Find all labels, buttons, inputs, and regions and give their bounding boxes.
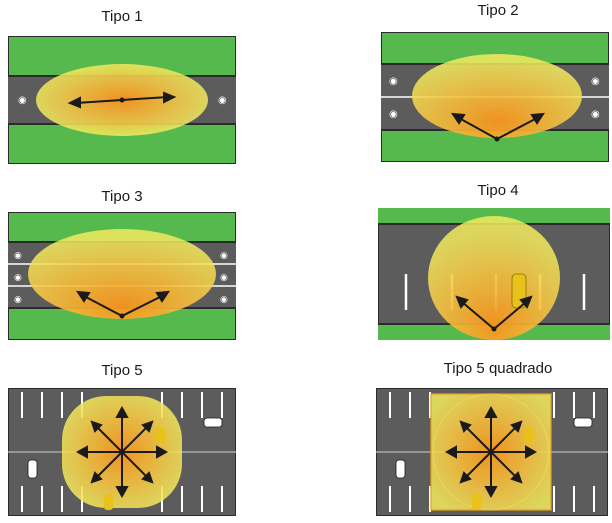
car-icon: ◉ [14, 273, 22, 283]
light-pole [119, 97, 125, 103]
parking-lines [389, 392, 595, 512]
diagram-tipo-1: ◉ ◉ [8, 36, 236, 164]
car-icon: ◉ [220, 251, 228, 261]
light-coverage-area [28, 229, 216, 319]
light-coverage-circle [432, 393, 550, 511]
light-pole [119, 313, 125, 319]
car-icon: ◉ [14, 295, 22, 305]
car-icon [203, 417, 223, 428]
light-pole [491, 326, 497, 332]
title-tipo-2: Tipo 2 [477, 2, 519, 19]
car-icon [27, 459, 38, 479]
diagram-tipo-5 [8, 388, 236, 516]
light-arrows [75, 405, 169, 499]
car-icon [524, 428, 533, 444]
car-icon: ◉ [389, 109, 398, 120]
light-arrows [76, 290, 170, 317]
title-tipo-5: Tipo 5 [101, 362, 143, 379]
car-icon: ◉ [14, 251, 22, 261]
title-tipo-1: Tipo 1 [101, 8, 143, 25]
car-icon [156, 428, 165, 444]
car-icon [395, 459, 406, 479]
light-pole [488, 449, 494, 455]
light-pole [494, 136, 500, 142]
light-arrows [67, 91, 177, 109]
car-icon: ◉ [591, 76, 600, 87]
car-icon [472, 494, 481, 510]
light-coverage-area [428, 216, 560, 340]
car-icon: ◉ [18, 95, 27, 106]
title-tipo-3: Tipo 3 [101, 188, 143, 205]
light-arrows [444, 405, 538, 499]
diagram-tipo-3: ◉ ◉ ◉ ◉ ◉ ◉ [8, 212, 236, 340]
diagram-tipo-2: ◉ ◉ ◉ ◉ [381, 32, 609, 162]
car-icon: ◉ [220, 273, 228, 283]
car-icon: ◉ [389, 76, 398, 87]
light-coverage-area [412, 54, 582, 138]
car-icon: ◉ [220, 295, 228, 305]
title-tipo-5-quadrado: Tipo 5 quadrado [443, 360, 553, 377]
car-icon [104, 494, 113, 510]
car-icon [573, 417, 593, 428]
light-arrows [455, 295, 533, 330]
light-arrows [451, 112, 545, 140]
car-icon: ◉ [591, 109, 600, 120]
diagram-tipo-4 [378, 208, 610, 340]
title-tipo-4: Tipo 4 [477, 182, 519, 199]
light-pole [119, 449, 125, 455]
diagram-tipo-5-quadrado [376, 388, 608, 516]
car-icon: ◉ [218, 95, 227, 106]
